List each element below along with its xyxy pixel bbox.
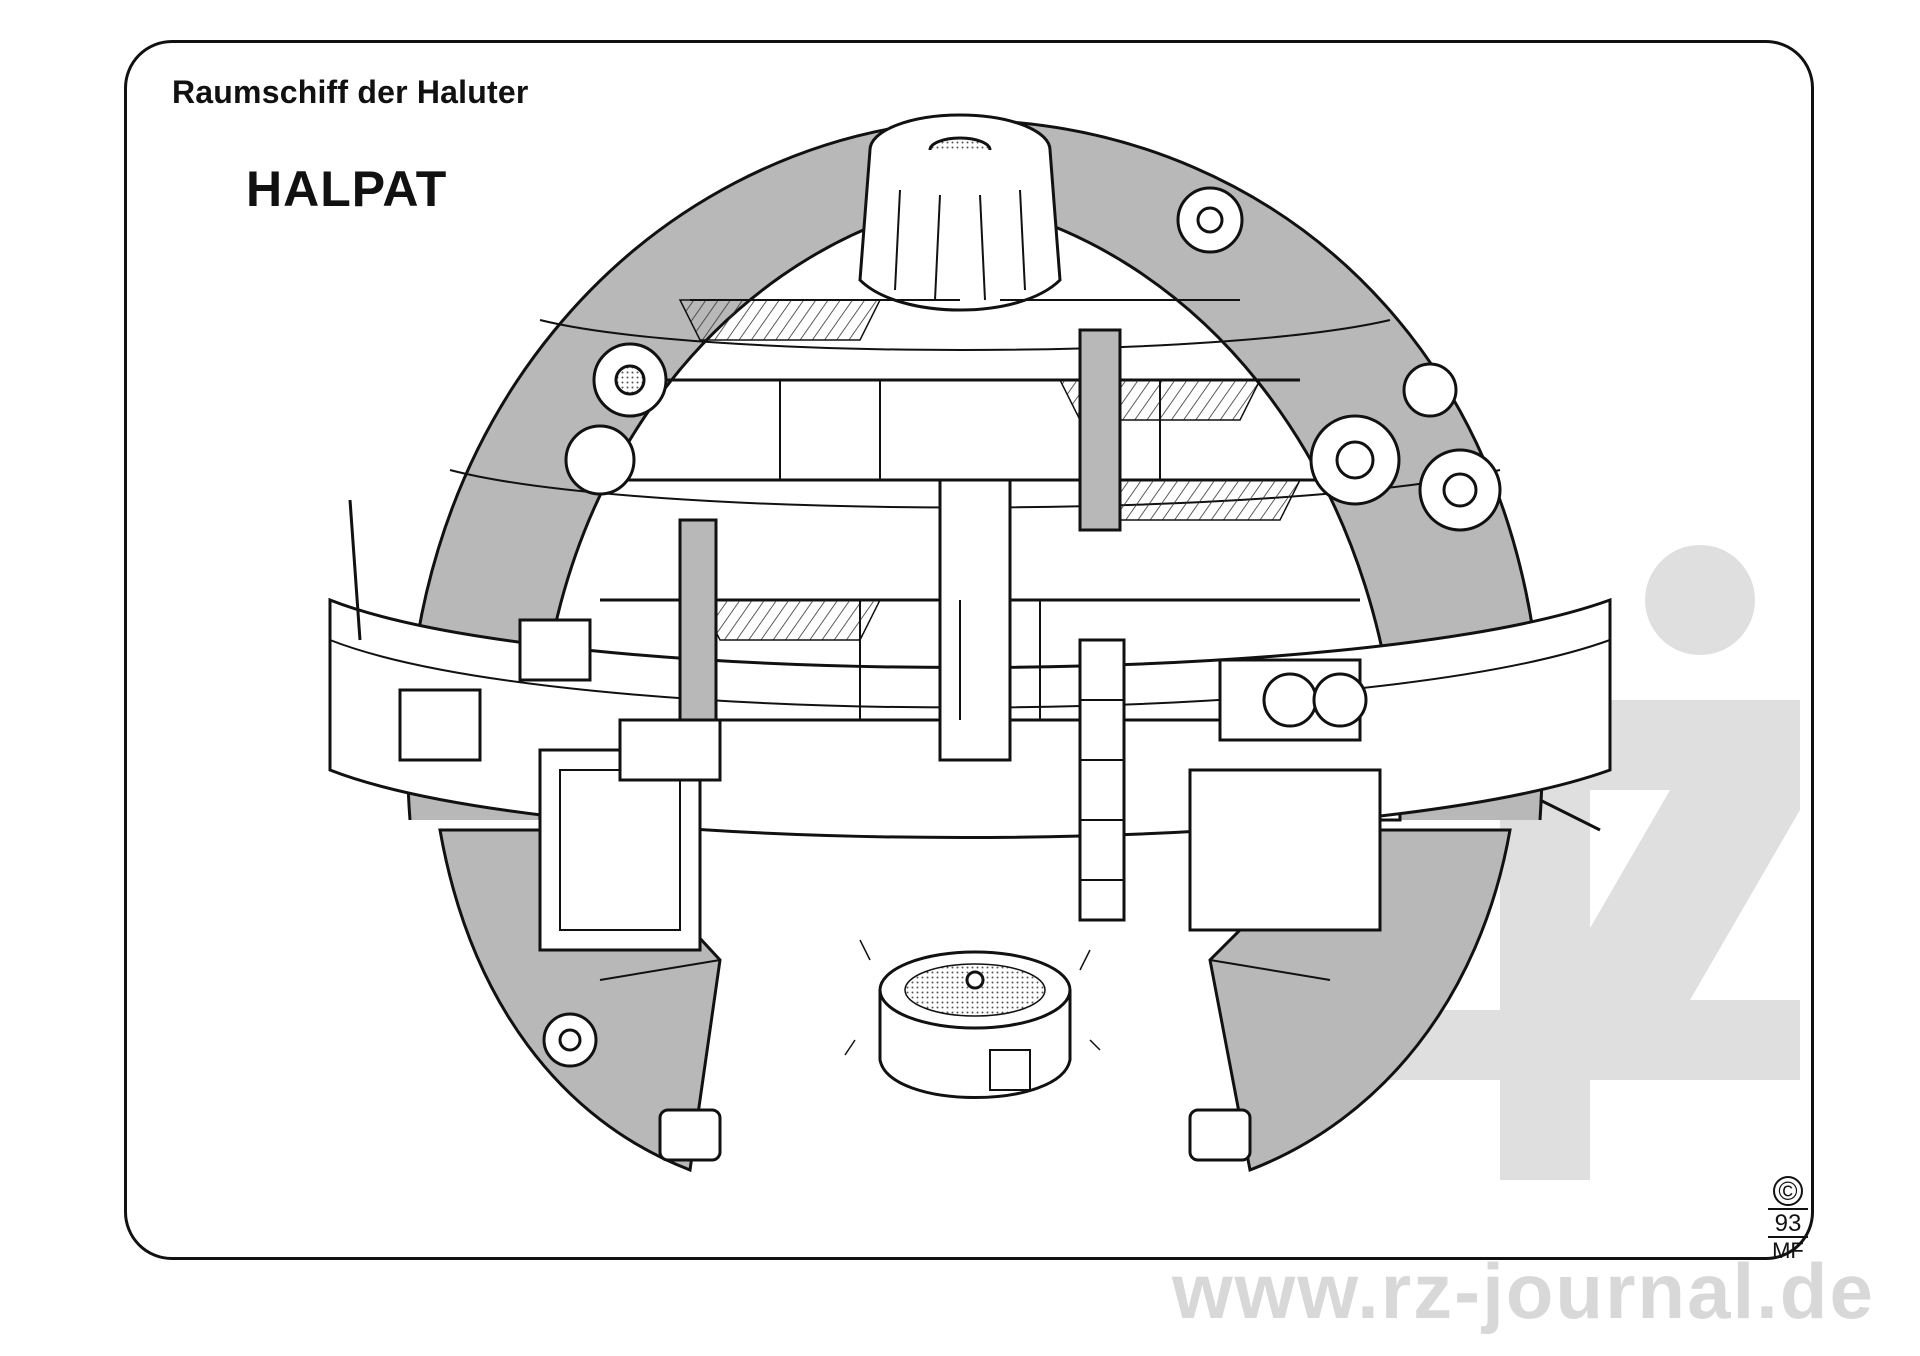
artist-signature: © 93 MF <box>1768 1176 1808 1262</box>
page-title: Raumschiff der Haluter <box>172 74 529 110</box>
watermark-url: www.rz-journal.de <box>1172 1247 1875 1335</box>
page-frame <box>124 40 1814 1260</box>
signature-year: 93 <box>1768 1208 1808 1236</box>
copyright-mark: © <box>1773 1176 1803 1206</box>
signature-initials: MF <box>1768 1236 1808 1262</box>
ship-name: HALPAT <box>246 161 448 217</box>
